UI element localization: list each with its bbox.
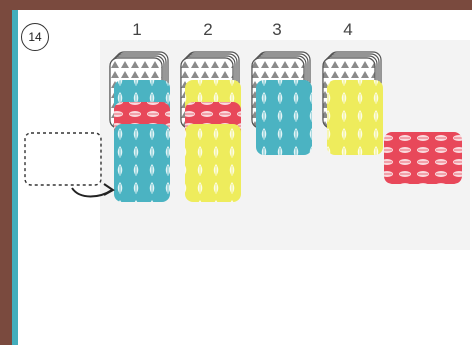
empty-card-slot	[25, 133, 101, 185]
card-yellow	[327, 80, 383, 155]
card-yellow	[185, 124, 241, 202]
card-teal	[256, 80, 312, 155]
card-teal	[114, 124, 170, 202]
card-red-side	[384, 132, 462, 184]
